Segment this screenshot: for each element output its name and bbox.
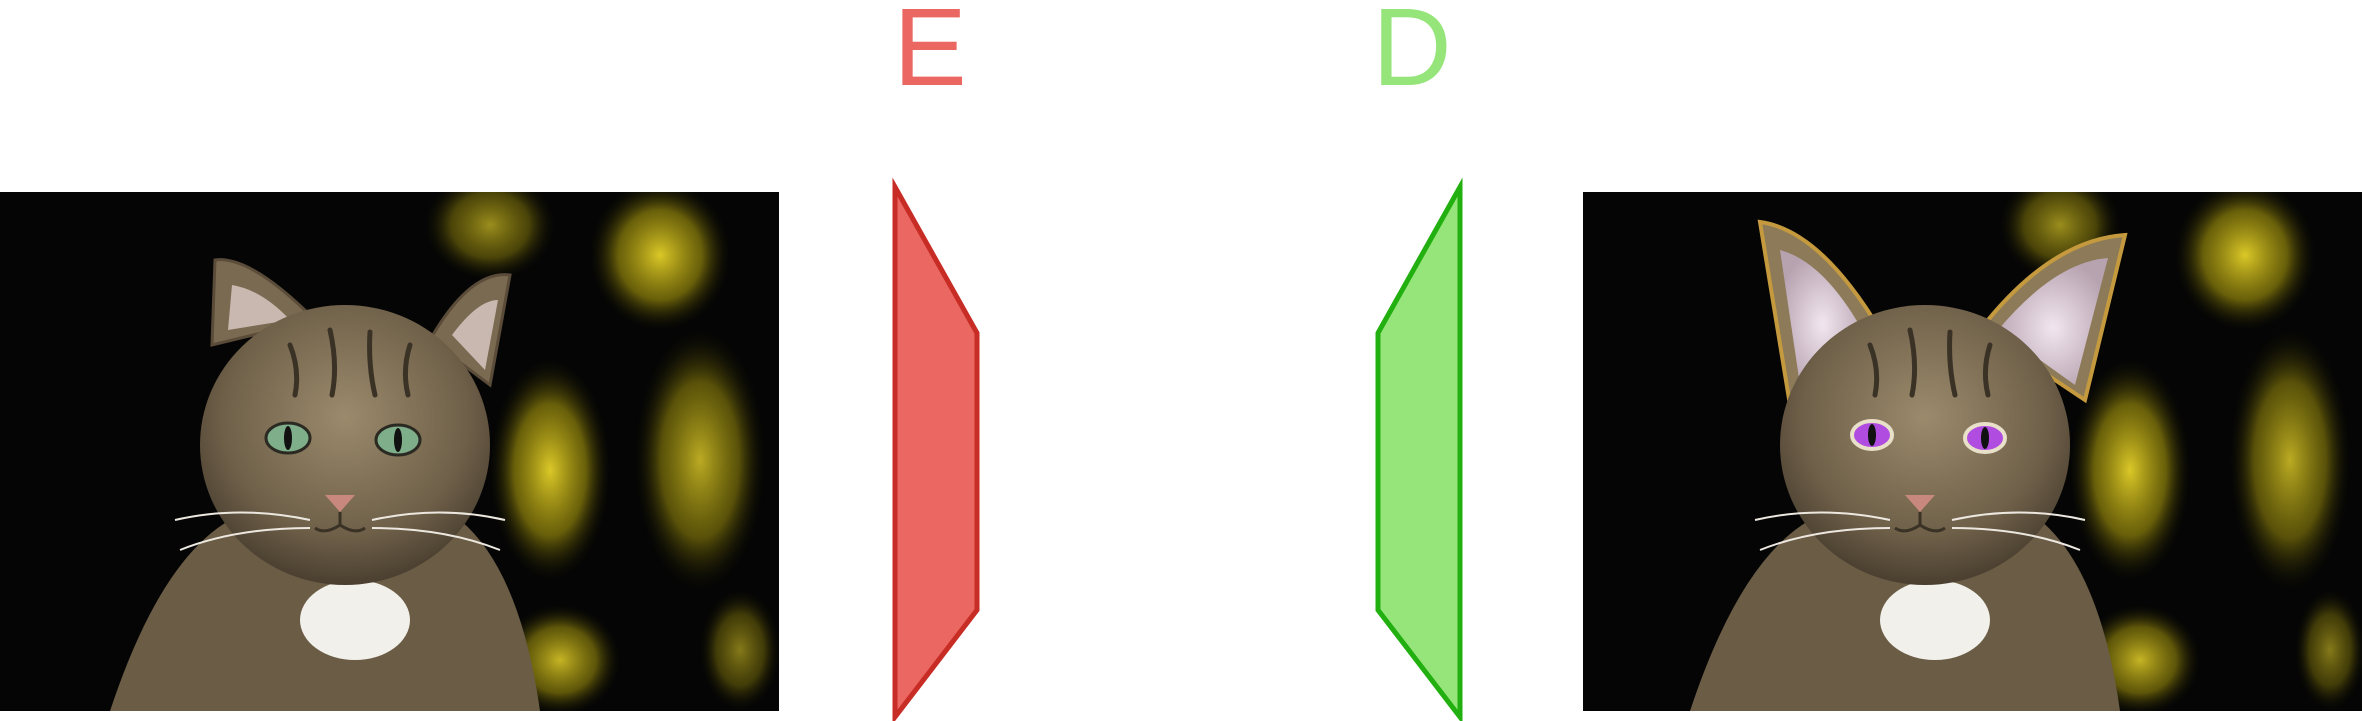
decoder-label: D xyxy=(1372,0,1451,109)
encoder-block xyxy=(892,177,980,721)
input-cat-image xyxy=(0,192,779,711)
decoder-block xyxy=(1375,177,1463,721)
encoder-label: E xyxy=(893,0,966,109)
output-cat-image xyxy=(1583,192,2362,711)
